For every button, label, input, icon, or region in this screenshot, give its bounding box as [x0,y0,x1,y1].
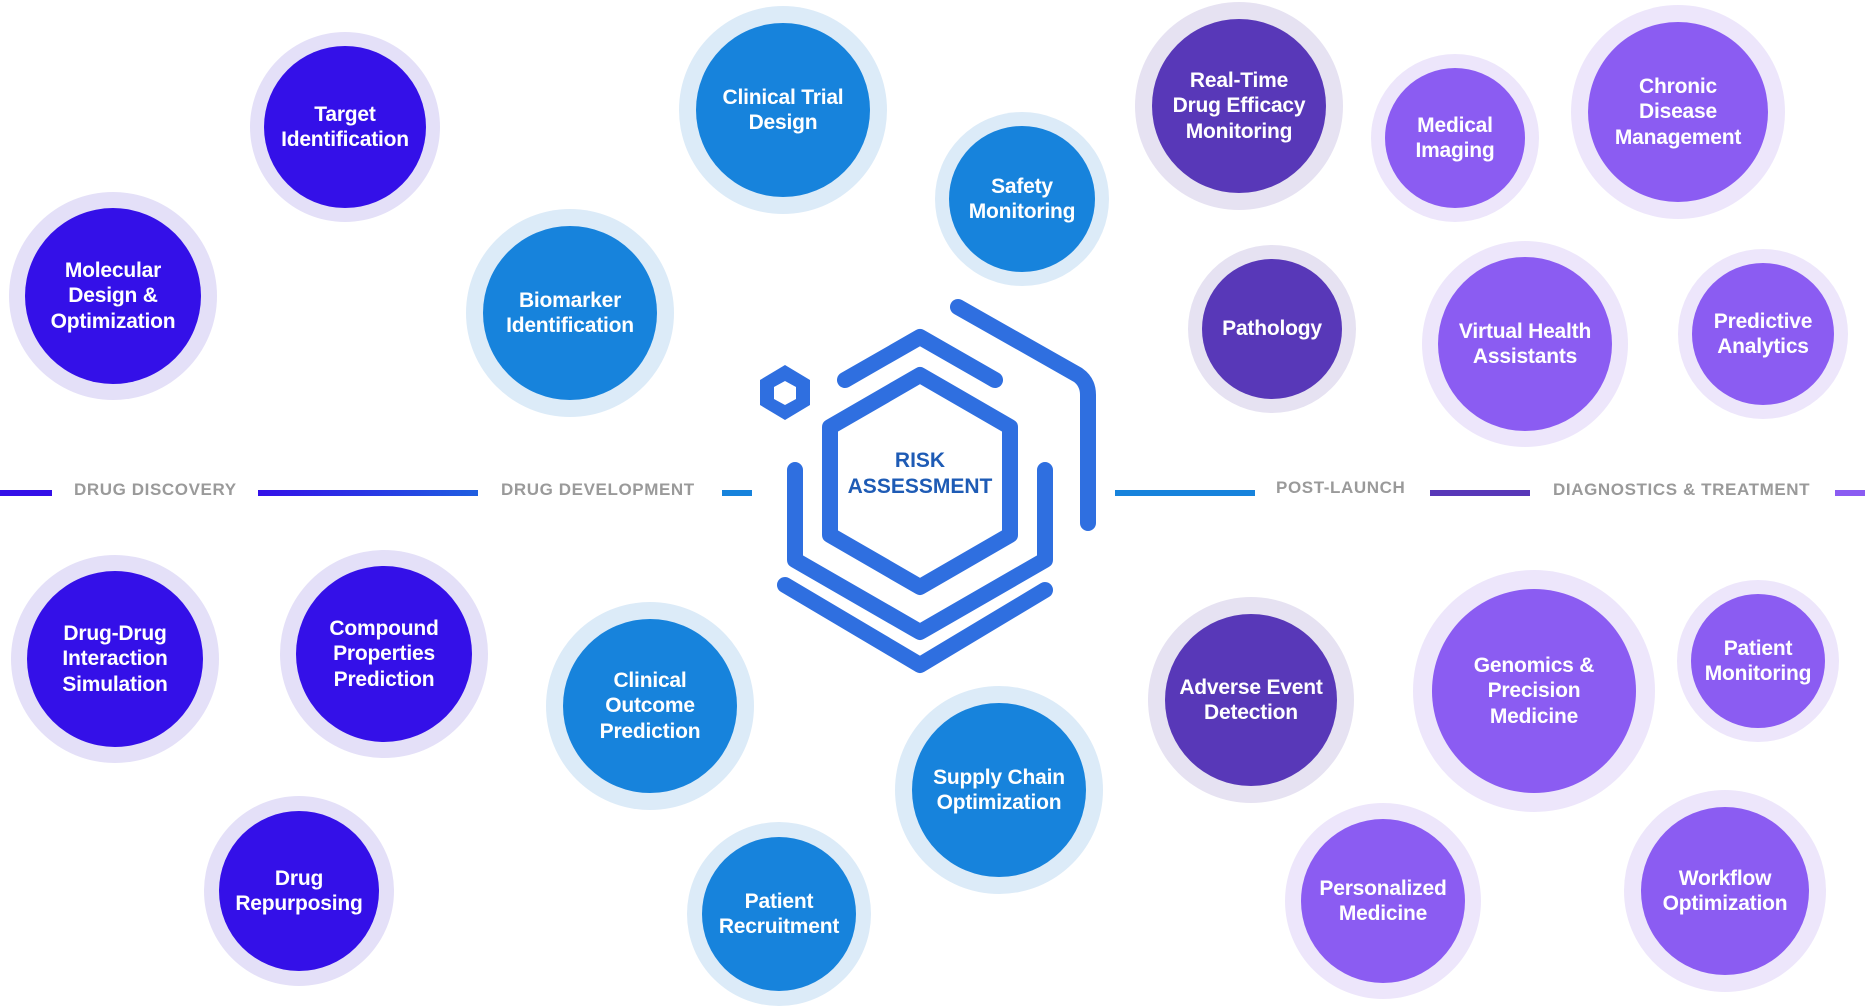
center-title-line1: RISK [894,449,946,472]
risk-assessment-hexagon-icon [760,299,1096,673]
node-label-line: Outcome [605,694,695,718]
node-label-line: Monitoring [1704,662,1812,685]
line-segment-drug-development-right [722,490,752,496]
node-label-line: Imaging [1415,139,1495,162]
node-label-line: Patient [1723,636,1793,660]
node-label-line: Interaction [62,647,168,671]
node-label-line: Optimization [936,791,1062,814]
node-realtime-efficacy[interactable]: Real-Time Drug Efficacy Monitoring [1135,2,1343,210]
node-label-line: Medical [1417,113,1493,137]
node-pathology[interactable]: Pathology [1188,245,1356,413]
node-label-line: Assistants [1472,345,1578,368]
line-segment-drug-discovery-left [0,490,52,496]
node-compound-properties[interactable]: Compound Properties Prediction [280,550,488,758]
category-label-drug-discovery: DRUG DISCOVERY [74,480,237,499]
node-label-line: Chronic Disease [1639,75,1717,124]
node-label-line: Supply Chain [933,765,1065,789]
node-label-line: Medicine [1489,704,1579,728]
category-label-diagnostics-treatment: DIAGNOSTICS & TREATMENT [1553,480,1811,499]
node-label-line: Molecular [64,259,162,283]
node-clinical-trial-design[interactable]: Clinical Trial Design [679,6,887,214]
category-label-post-launch: POST-LAUNCH [1276,478,1406,497]
center-title-line2: ASSESSMENT [847,475,993,499]
node-medical-imaging[interactable]: Medical Imaging [1371,54,1539,222]
node-label-line: Analytics [1717,335,1809,358]
node-personalized-medicine[interactable]: Personalized Medicine [1285,803,1481,999]
node-label-line: Patient [744,889,814,913]
center-title: RISK ASSESSMENT [820,448,1020,501]
line-segment-drug-discovery-right [258,490,478,496]
node-label-line: Workflow [1678,866,1772,890]
node-label-line: Target [314,102,376,126]
node-label-line: Management [1614,125,1742,149]
node-label-line: Real-Time [1189,69,1289,93]
node-label-line: Adverse Event [1179,675,1323,699]
node-adverse-event[interactable]: Adverse Event Detection [1148,597,1354,803]
node-drug-repurposing[interactable]: Drug Repurposing [204,796,394,986]
node-label-line: Prediction [599,719,701,743]
node-label-line: Pathology [1222,317,1322,341]
node-label-line: Identification [281,128,409,151]
node-supply-chain[interactable]: Supply Chain Optimization [895,686,1103,894]
node-label-line: Identification [506,314,634,337]
node-drug-drug-interaction[interactable]: Drug-Drug Interaction Simulation [11,555,219,763]
node-virtual-health[interactable]: Virtual Health Assistants [1422,241,1628,447]
node-label-line: Optimization [1662,892,1788,915]
node-patient-monitoring[interactable]: Patient Monitoring [1677,580,1839,742]
node-label-line: Recruitment [718,915,840,938]
category-label-drug-development: DRUG DEVELOPMENT [501,480,695,499]
line-segment-post-launch-left [1115,490,1255,496]
node-label-line: Clinical [613,669,687,693]
node-workflow-optimization[interactable]: Workflow Optimization [1624,790,1826,992]
line-segment-post-launch-right [1430,490,1530,496]
node-label-line: Personalized [1319,876,1447,900]
node-label-line: Simulation [62,672,168,696]
node-label-line: Repurposing [235,892,363,915]
node-molecular-design[interactable]: Molecular Design & Optimization [9,192,217,400]
node-genomics[interactable]: Genomics & Precision Medicine [1413,570,1655,812]
node-biomarker-identification[interactable]: Biomarker Identification [466,209,674,417]
node-label-line: Prediction [333,667,435,691]
node-predictive-analytics[interactable]: Predictive Analytics [1678,249,1848,419]
node-label-line: Safety [991,174,1053,198]
node-label-line: Drug Efficacy [1172,94,1306,118]
node-label-line: Drug-Drug [63,622,167,646]
line-segment-diagnostics-right [1835,490,1865,496]
node-label-line: Medicine [1338,902,1428,925]
node-label-line: Biomarker [518,288,622,312]
node-label-line: Properties [333,642,435,666]
node-label-line: Drug [274,866,324,890]
node-label-line: Design & [68,284,158,308]
node-target-identification[interactable]: Target Identification [250,32,440,222]
node-label-line: Design [748,111,818,134]
node-label-line: Virtual Health [1458,319,1592,343]
node-label-line: Clinical Trial [722,85,844,109]
node-label-line: Detection [1204,701,1298,724]
node-label-line: Monitoring [968,200,1076,223]
node-label-line: Predictive [1713,309,1813,333]
node-label-line: Monitoring [1185,119,1293,143]
node-chronic-disease[interactable]: Chronic Disease Management [1571,5,1785,219]
node-label-line: Optimization [50,309,176,333]
node-clinical-outcome[interactable]: Clinical Outcome Prediction [546,602,754,810]
node-patient-recruitment[interactable]: Patient Recruitment [687,822,871,1006]
node-label-line: Precision [1487,679,1581,703]
node-label-line: Genomics & [1473,654,1595,678]
node-label-line: Compound [329,617,439,641]
node-safety-monitoring[interactable]: Safety Monitoring [935,112,1109,286]
